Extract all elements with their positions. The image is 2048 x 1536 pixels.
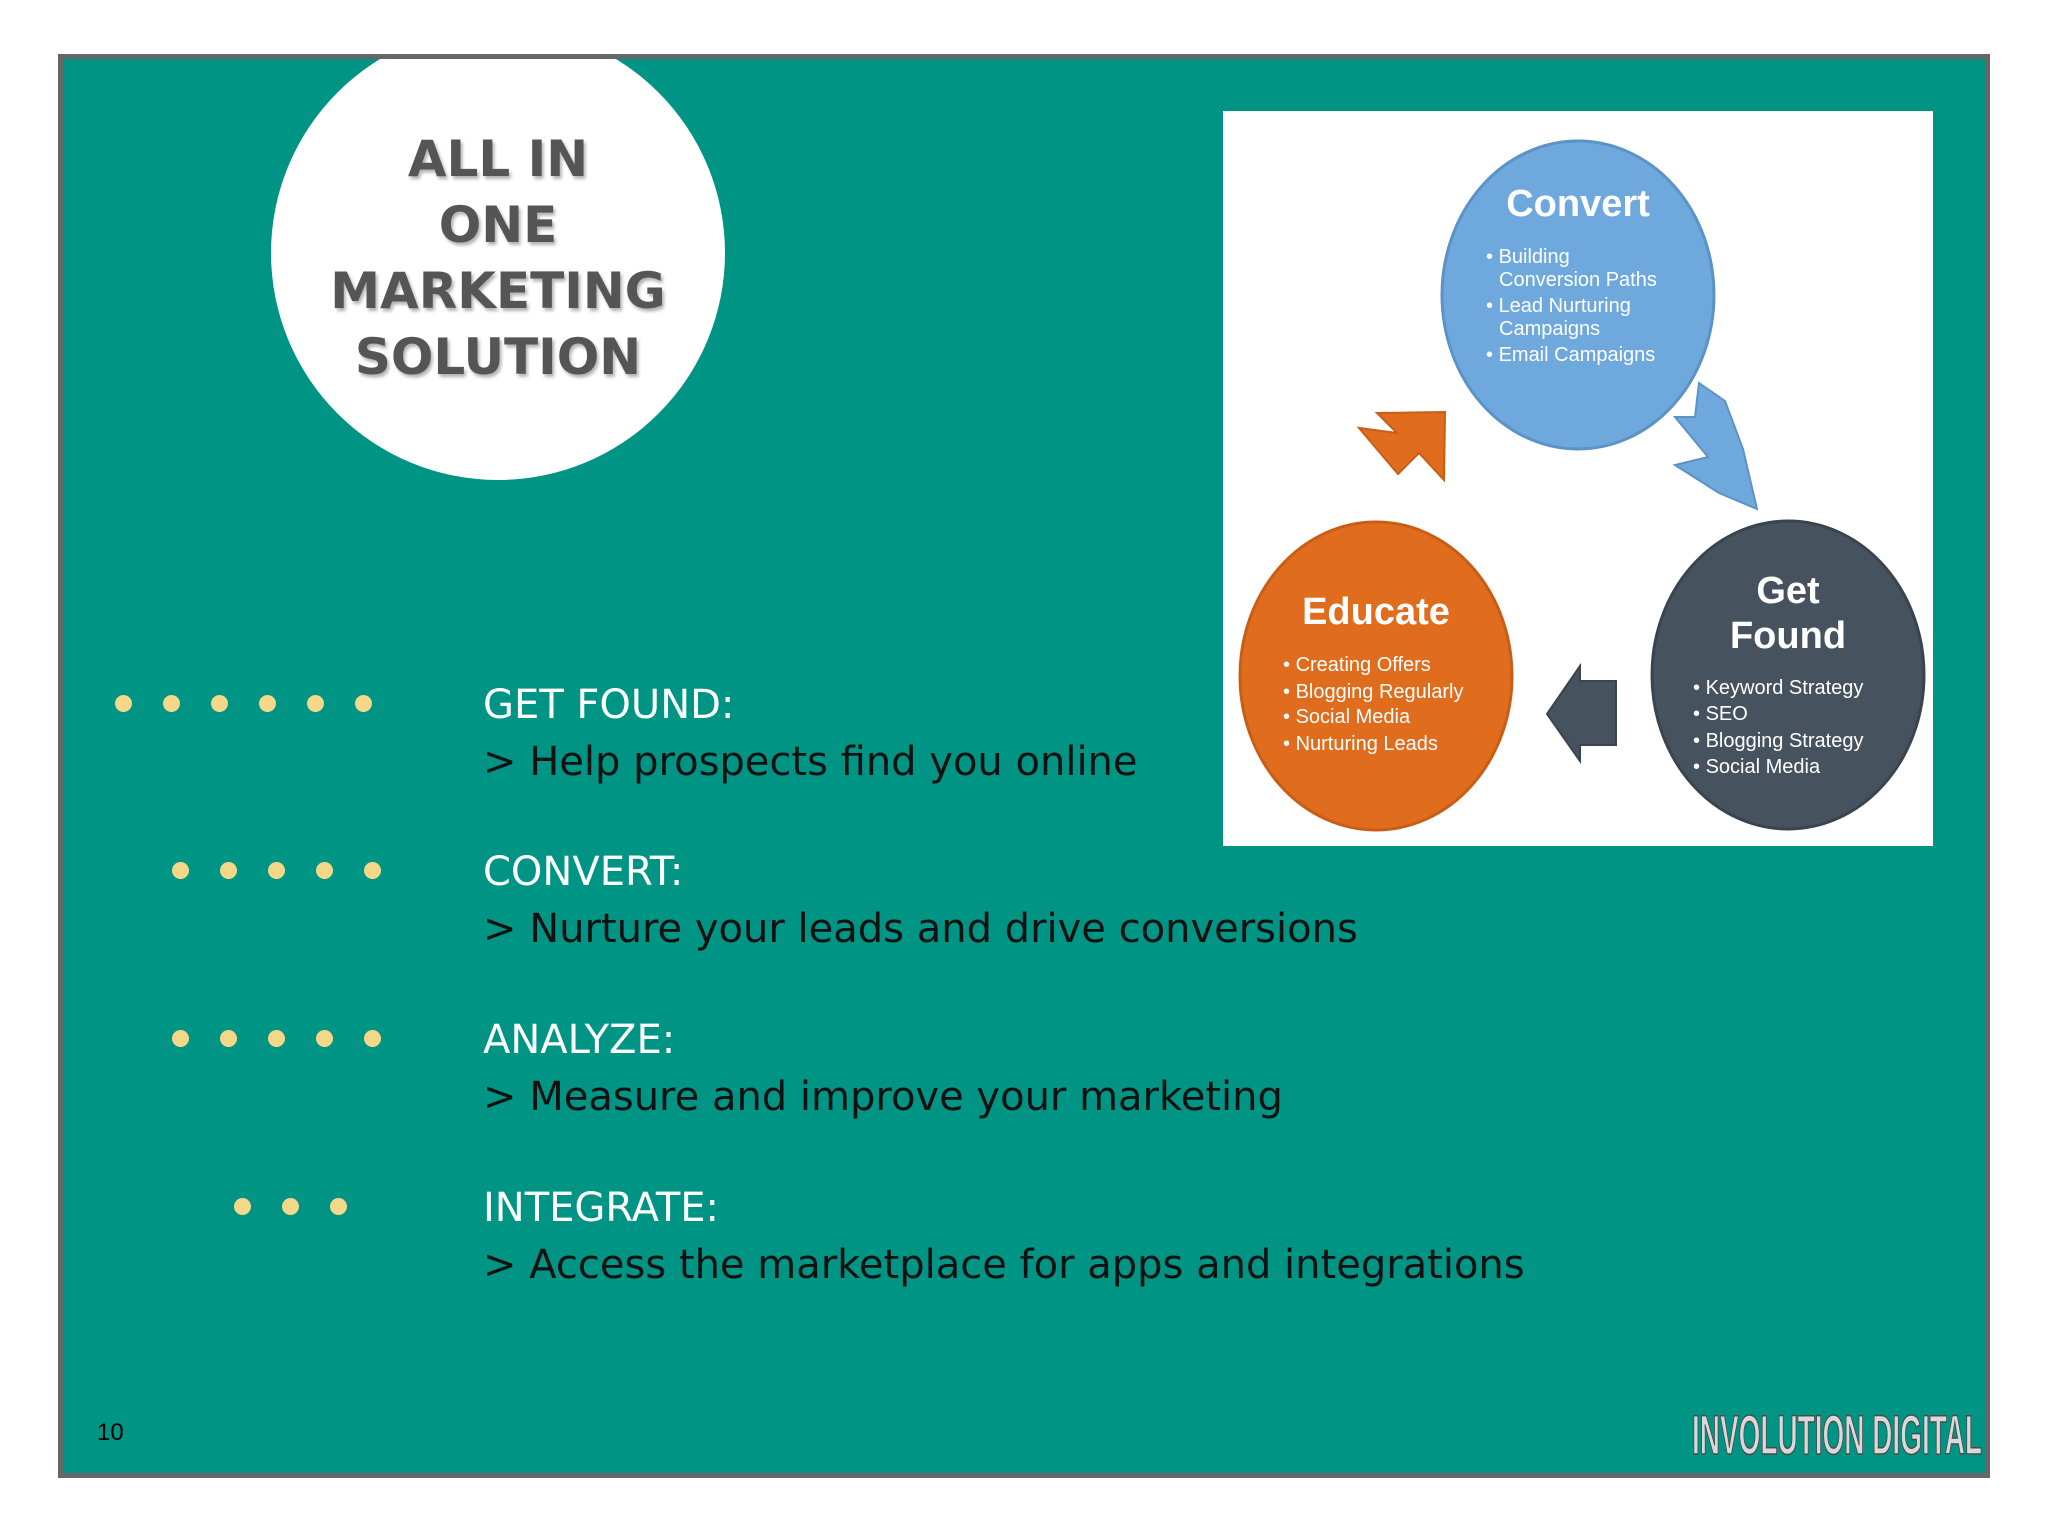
logo-text: INVOLUTION DIGITAL [1692, 1403, 1982, 1466]
convert-title: Convert [1506, 183, 1650, 225]
educate-node: Educate • Creating Offers • Blogging Reg… [1238, 520, 1514, 832]
title-line: SOLUTION [354, 328, 642, 386]
marketing-cycle-diagram: Convert • Building Conversion Paths • Le… [1223, 111, 1933, 846]
title-line: ALL IN [407, 130, 589, 188]
dot [163, 695, 180, 712]
get-found-item: • SEO [1693, 703, 1748, 725]
feature-description: > Help prospects find you online [483, 739, 1138, 785]
title-line: ONE [438, 196, 558, 254]
feature-row-analyze: ANALYZE: > Measure and improve your mark… [63, 1012, 1985, 1152]
blue-down-right-arrow [1672, 381, 1759, 511]
feature-description: > Measure and improve your marketing [483, 1074, 1283, 1120]
convert-item: Campaigns [1499, 318, 1600, 340]
feature-description: > Access the marketplace for apps and in… [483, 1242, 1525, 1288]
dot [115, 695, 132, 712]
dark-left-arrow [1545, 662, 1617, 765]
dot [355, 695, 372, 712]
get-found-item: • Social Media [1693, 756, 1821, 778]
dot [364, 862, 381, 879]
get-found-title: Found [1730, 615, 1846, 657]
feature-text: GET FOUND: > Help prospects find you onl… [483, 677, 1138, 791]
feature-text: ANALYZE: > Measure and improve your mark… [483, 1012, 1283, 1126]
feature-row-integrate: INTEGRATE: > Access the marketplace for … [63, 1180, 1985, 1320]
dot [282, 1198, 299, 1215]
dot [268, 862, 285, 879]
convert-node: Convert • Building Conversion Paths • Le… [1440, 139, 1716, 451]
educate-item: • Blogging Regularly [1283, 681, 1463, 703]
title-line: MARKETING [330, 262, 666, 320]
dot [234, 1198, 251, 1215]
get-found-node: Get Found • Keyword Strategy • SEO • Blo… [1650, 519, 1926, 831]
page-number: 10 [97, 1419, 124, 1446]
feature-heading: GET FOUND: [483, 682, 735, 728]
title-circle: ALL IN ONE MARKETING SOLUTION [271, 59, 725, 480]
dot [316, 862, 333, 879]
feature-heading: INTEGRATE: [483, 1185, 720, 1231]
dot [268, 1030, 285, 1047]
educate-item: • Nurturing Leads [1283, 733, 1438, 755]
feature-heading: ANALYZE: [483, 1017, 676, 1063]
educate-item: • Social Media [1283, 706, 1411, 728]
dot [220, 862, 237, 879]
feature-description: > Nurture your leads and drive conversio… [483, 906, 1358, 952]
dot [220, 1030, 237, 1047]
involution-digital-logo: INVOLUTION DIGITAL [1691, 1402, 1983, 1467]
convert-item: • Lead Nurturing [1486, 295, 1631, 317]
educate-title: Educate [1302, 591, 1450, 633]
dot [330, 1198, 347, 1215]
get-found-circle [1650, 519, 1926, 831]
dot [259, 695, 276, 712]
get-found-item: • Blogging Strategy [1693, 730, 1863, 752]
educate-item: • Creating Offers [1283, 654, 1431, 676]
feature-row-convert: CONVERT: > Nurture your leads and drive … [63, 844, 1985, 984]
feature-row-get-found: GET FOUND: > Help prospects find you onl… [63, 677, 1985, 817]
slide: ALL IN ONE MARKETING SOLUTION Convert • … [58, 54, 1990, 1478]
convert-item: • Building [1486, 246, 1570, 268]
get-found-title: Get [1756, 570, 1820, 612]
diagram-canvas: Convert • Building Conversion Paths • Le… [1223, 111, 1933, 846]
title-text: ALL IN ONE MARKETING SOLUTION [271, 126, 725, 390]
get-found-item: • Keyword Strategy [1693, 677, 1863, 699]
dot [364, 1030, 381, 1047]
educate-circle [1238, 520, 1514, 832]
dot [211, 695, 228, 712]
convert-item: Conversion Paths [1499, 269, 1657, 291]
dot [316, 1030, 333, 1047]
dot [172, 1030, 189, 1047]
convert-item: • Email Campaigns [1486, 344, 1655, 366]
feature-text: CONVERT: > Nurture your leads and drive … [483, 844, 1358, 958]
dot [172, 862, 189, 879]
orange-up-right-arrow [1356, 410, 1447, 483]
convert-circle [1440, 139, 1716, 451]
feature-text: INTEGRATE: > Access the marketplace for … [483, 1180, 1525, 1294]
dot [307, 695, 324, 712]
feature-heading: CONVERT: [483, 849, 684, 895]
